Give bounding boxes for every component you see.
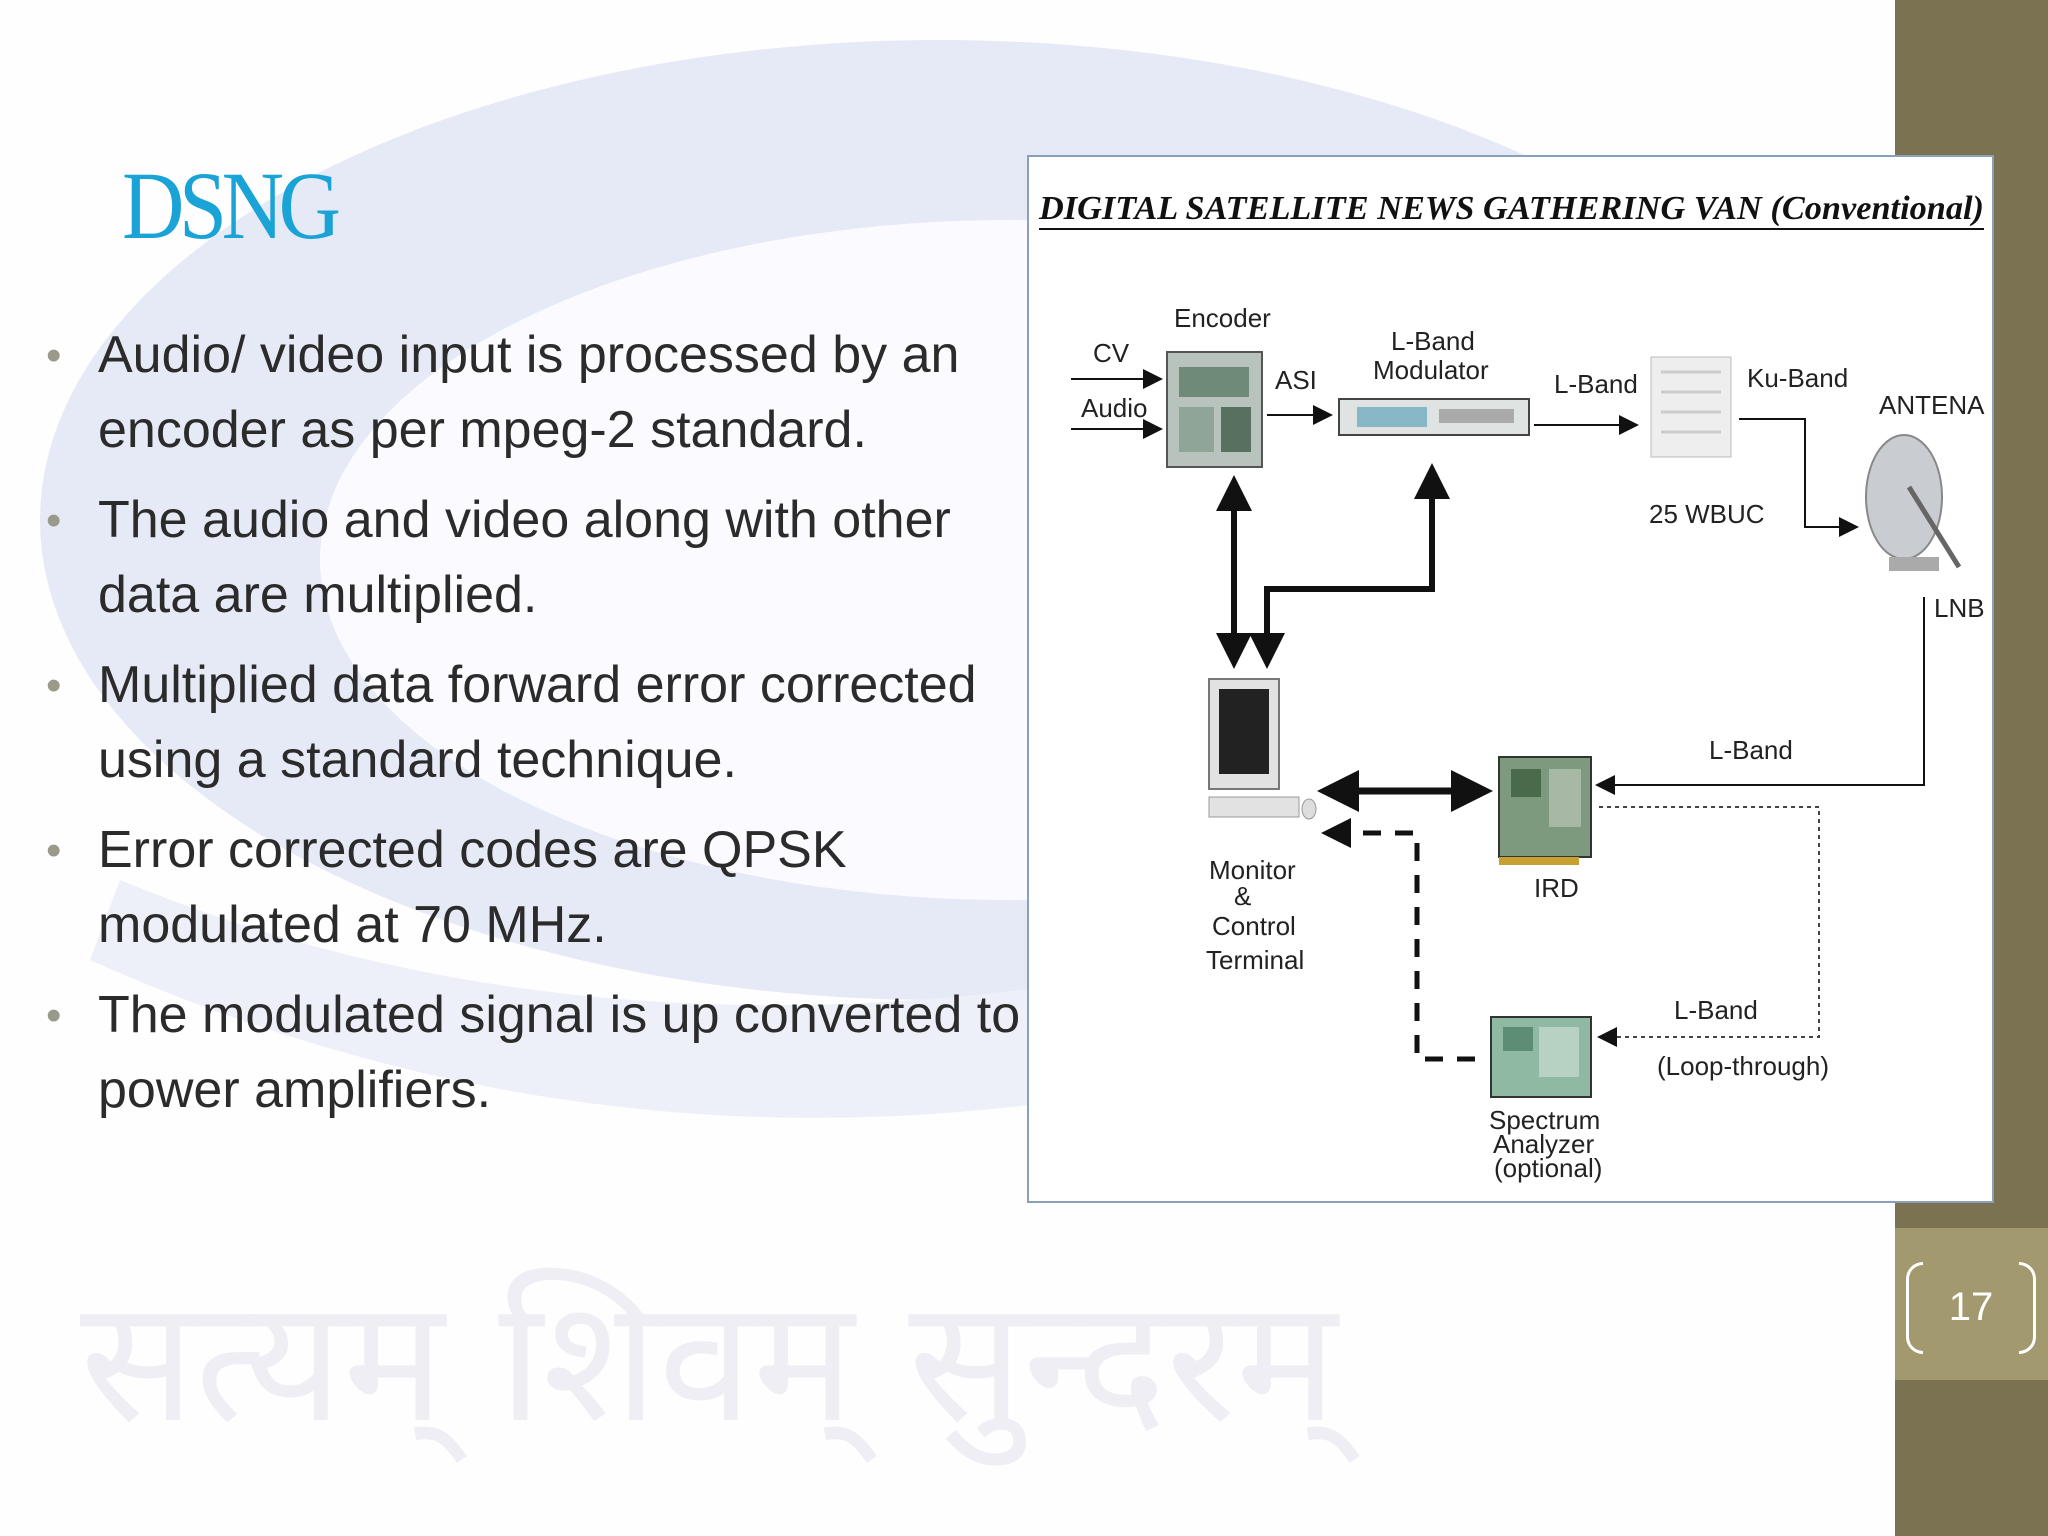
label-lband-loop: L-Band [1674, 995, 1758, 1025]
bullet-item: Multiplied data forward error corrected … [46, 648, 1026, 798]
page-number: 17 [1906, 1262, 2036, 1354]
arrow-kuband [1739, 418, 1859, 537]
label-monitor-2: & [1234, 881, 1251, 911]
label-lband-right: L-Band [1709, 735, 1793, 765]
dashed-monitor-spectrum [1321, 818, 1481, 1062]
label-monitor-4: Terminal [1206, 945, 1304, 975]
label-encoder: Encoder [1174, 303, 1271, 333]
label-spectrum-3: (optional) [1494, 1153, 1602, 1183]
slide-title: DSNG [122, 152, 341, 259]
label-antenna: ANTENA [1879, 390, 1985, 420]
bracket-right-icon [2019, 1262, 2036, 1354]
bracket-left-icon [1906, 1262, 1923, 1354]
diagram-heading: DIGITAL SATELLITE NEWS GATHERING VAN (Co… [1038, 190, 1984, 227]
bullet-item: Error corrected codes are QPSK modulated… [46, 813, 1026, 963]
dsng-diagram: DIGITAL SATELLITE NEWS GATHERING VAN (Co… [1027, 155, 1994, 1203]
page-number-panel [1895, 1228, 2048, 1380]
modulator-icon [1338, 398, 1530, 436]
spectrum-analyzer-icon [1490, 1016, 1592, 1098]
label-cv: CV [1093, 338, 1130, 368]
label-monitor-3: Control [1212, 911, 1296, 941]
label-lband-modulator-1: L-Band [1391, 326, 1475, 356]
bullet-list: Audio/ video input is processed by an en… [46, 318, 1026, 1143]
label-lnb: LNB [1934, 593, 1985, 623]
label-spectrum-1: Spectrum [1489, 1105, 1600, 1135]
wbuc-icon [1650, 356, 1732, 458]
bullet-item: The audio and video along with other dat… [46, 483, 1026, 633]
bullet-item: The modulated signal is up converted to … [46, 978, 1026, 1128]
encoder-icon [1166, 351, 1263, 468]
antenna-icon [1865, 434, 1962, 571]
diagram-canvas: DIGITAL SATELLITE NEWS GATHERING VAN (Co… [1038, 190, 1985, 1183]
label-lband-modulator-2: Modulator [1373, 355, 1489, 385]
arrow-monitor-modulator [1249, 463, 1450, 669]
label-asi: ASI [1275, 365, 1317, 395]
monitor-icon [1208, 678, 1317, 820]
label-ird: IRD [1534, 873, 1579, 903]
page-number-text: 17 [1948, 1284, 1994, 1329]
label-audio: Audio [1081, 393, 1148, 423]
label-monitor-1: Monitor [1209, 855, 1296, 885]
watermark-motto: सत्यम् शिवम् सुन्दरम् [80, 1263, 1360, 1466]
label-spectrum-2: Analyzer [1493, 1129, 1594, 1159]
label-wbuc: 25 WBUC [1649, 499, 1765, 529]
label-kuband: Ku-Band [1747, 363, 1848, 393]
label-loop-through: (Loop-through) [1657, 1051, 1829, 1081]
bullet-item: Audio/ video input is processed by an en… [46, 318, 1026, 468]
ird-icon [1498, 756, 1592, 865]
label-lband-top: L-Band [1554, 369, 1638, 399]
line-lnb-ird [1595, 597, 1925, 795]
